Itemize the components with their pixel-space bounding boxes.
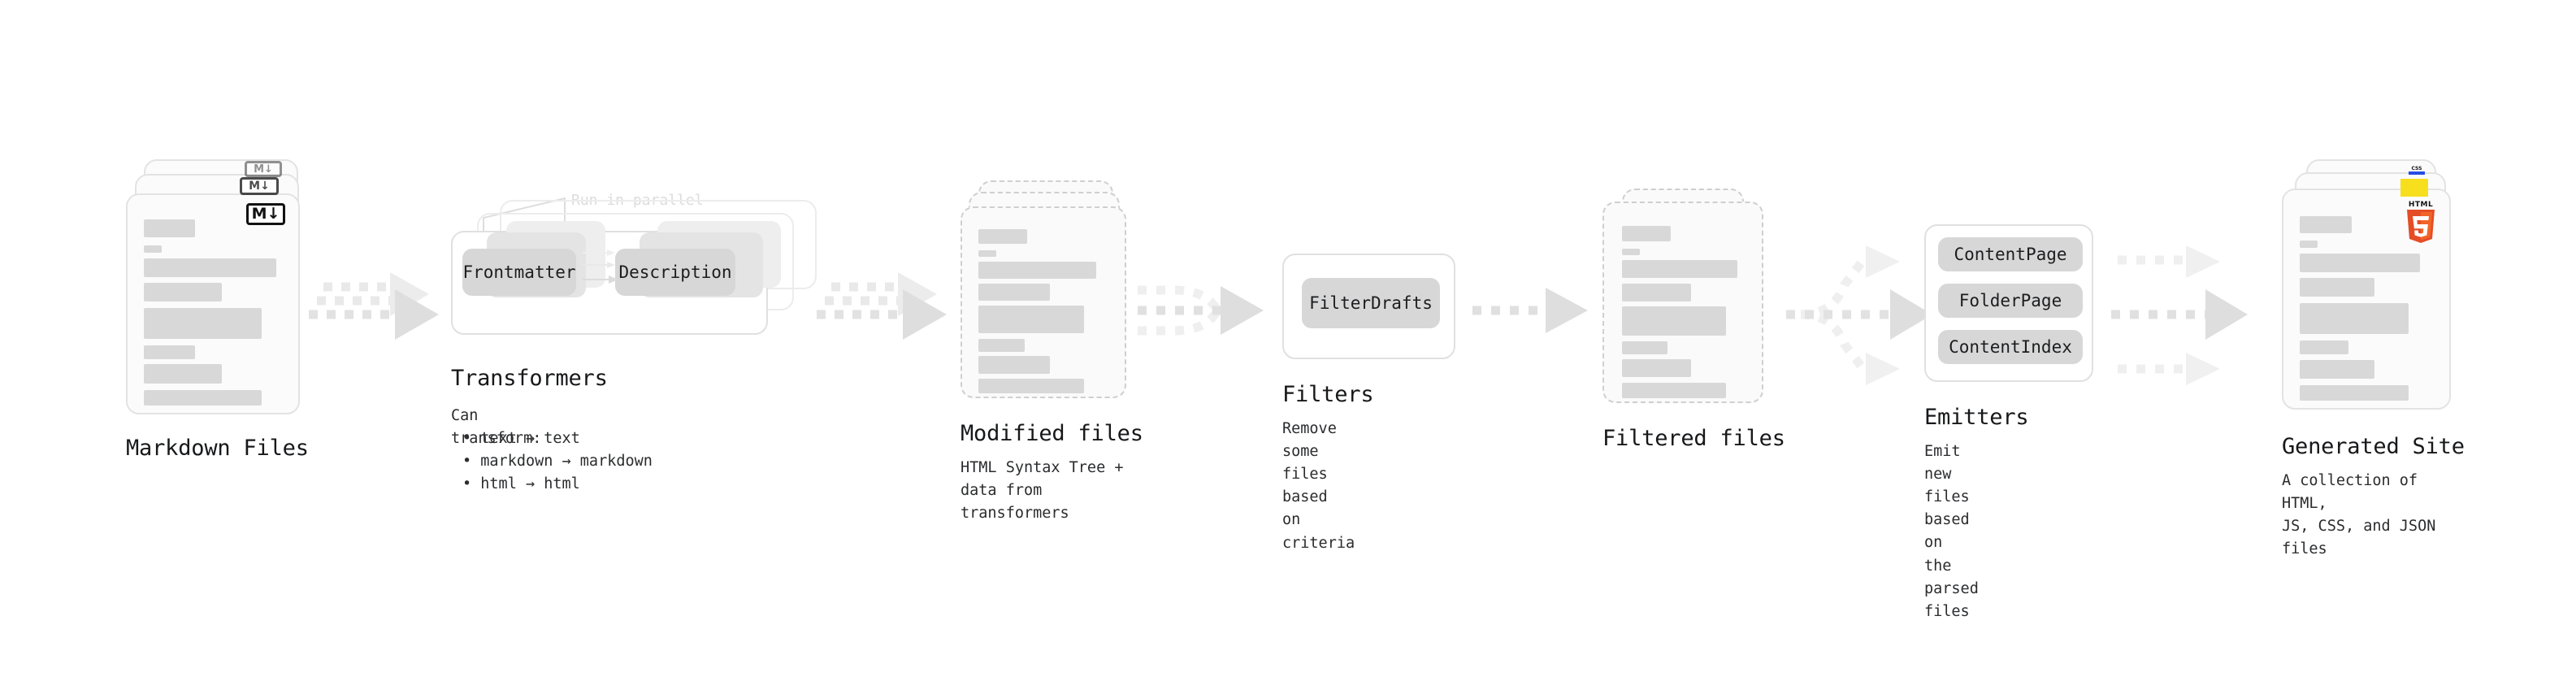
stage-title-emitters: Emitters <box>1924 405 2029 430</box>
file-sheet-front <box>961 206 1126 398</box>
filter-chip-filterdrafts[interactable]: FilterDrafts <box>1302 278 1440 328</box>
content-bar <box>144 245 162 253</box>
stage-modified-files: Modified files HTML Syntax Tree + data f… <box>961 180 1143 522</box>
list-item: text → text <box>462 427 653 450</box>
list-item: markdown → markdown <box>462 450 653 473</box>
content-bar <box>144 283 222 301</box>
svg-text:HTML: HTML <box>2409 201 2433 209</box>
emitter-chip-contentindex[interactable]: ContentIndex <box>1938 330 2083 364</box>
file-sheet-front <box>1602 202 1763 403</box>
list-item: html → html <box>462 473 653 496</box>
stage-filtered-files: Filtered files <box>1602 189 1785 451</box>
html5-badge: HTML <box>2407 201 2435 243</box>
emitter-box: ContentPage FolderPage ContentIndex <box>1924 224 2093 382</box>
content-bar <box>2300 254 2420 272</box>
modified-file-stack <box>961 180 1139 424</box>
stage-subtitle-filters: Remove some files based on criteria <box>1282 420 1355 552</box>
content-bar <box>2300 360 2374 379</box>
emitter-chip-folderpage[interactable]: FolderPage <box>1938 284 2083 318</box>
content-bar <box>1622 306 1726 336</box>
content-bar <box>144 390 262 406</box>
markdown-badge: M↓ <box>245 161 282 177</box>
content-bar <box>978 262 1096 279</box>
content-bar <box>978 250 996 257</box>
arrow-filtered-to-emitters <box>1786 245 1932 385</box>
content-bar <box>2300 340 2348 354</box>
content-bar <box>1622 284 1691 301</box>
content-bar <box>144 308 262 339</box>
stage-markdown-files: M↓ M↓ M↓ Markdown Files <box>126 159 313 461</box>
markdown-badge: M↓ <box>246 203 285 225</box>
transformer-chip-description[interactable]: Description <box>615 249 735 296</box>
transformer-chip-frontmatter[interactable]: Frontmatter <box>462 249 576 296</box>
content-bar <box>144 258 276 277</box>
content-bar <box>1622 383 1726 398</box>
arrow-modified-to-filters <box>1138 285 1264 336</box>
css3-badge: CSS <box>2409 166 2425 175</box>
content-bar <box>2300 241 2318 248</box>
stage-subtitle-modified-files: HTML Syntax Tree + data from transformer… <box>961 459 1124 523</box>
js-badge <box>2400 179 2428 197</box>
stage-title-generated-site: Generated Site <box>2282 434 2465 459</box>
content-bar <box>978 306 1084 333</box>
stage-generated-site: CSS HTML Generated Site A collection of … <box>2282 159 2469 557</box>
arrow-transformers-to-modified <box>817 272 947 340</box>
content-bar <box>1622 226 1671 241</box>
content-bar <box>1622 260 1737 278</box>
content-bar <box>978 339 1025 352</box>
content-bar <box>2300 385 2409 401</box>
content-bar <box>2300 303 2409 334</box>
stage-title-markdown-files: Markdown Files <box>126 436 309 461</box>
arrow-markdown-to-transformers <box>309 272 439 340</box>
filtered-file-stack <box>1602 189 1781 424</box>
content-bar <box>978 284 1050 301</box>
content-bar <box>2300 216 2352 233</box>
content-bar <box>144 364 222 384</box>
content-bar <box>978 379 1084 393</box>
generated-file-stack: CSS HTML <box>2282 159 2469 427</box>
stage-title-filters: Filters <box>1282 382 1374 407</box>
markdown-badge: M↓ <box>240 177 279 195</box>
content-bar <box>1622 249 1640 255</box>
transformer-capability-list: text → text markdown → markdown html → h… <box>462 427 653 496</box>
stage-subtitle-emitters: Emit new files based on the parsed files <box>1924 443 1979 620</box>
transformer-box-front: Frontmatter Description <box>451 221 781 335</box>
filter-box: FilterDrafts <box>1282 254 1455 359</box>
emitter-chip-contentpage[interactable]: ContentPage <box>1938 237 2083 271</box>
stage-title-transformers: Transformers <box>451 366 608 391</box>
content-bar <box>1622 341 1667 354</box>
stage-title-filtered-files: Filtered files <box>1602 426 1785 451</box>
arrow-filters-to-filtered <box>1472 288 1588 333</box>
content-bar <box>978 229 1027 244</box>
content-bar <box>144 219 195 237</box>
markdown-file-stack: M↓ M↓ M↓ <box>126 159 313 419</box>
content-bar <box>2300 278 2374 297</box>
content-bar <box>1622 359 1691 377</box>
arrow-emitters-to-site <box>2111 245 2248 385</box>
content-bar <box>144 345 195 359</box>
content-bar <box>978 356 1050 374</box>
file-sheet-front <box>126 193 300 414</box>
svg-text:CSS: CSS <box>2412 166 2422 171</box>
stage-subtitle-generated-site: A collection of HTML, JS, CSS, and JSON … <box>2282 472 2436 558</box>
stage-title-modified-files: Modified files <box>961 421 1143 446</box>
